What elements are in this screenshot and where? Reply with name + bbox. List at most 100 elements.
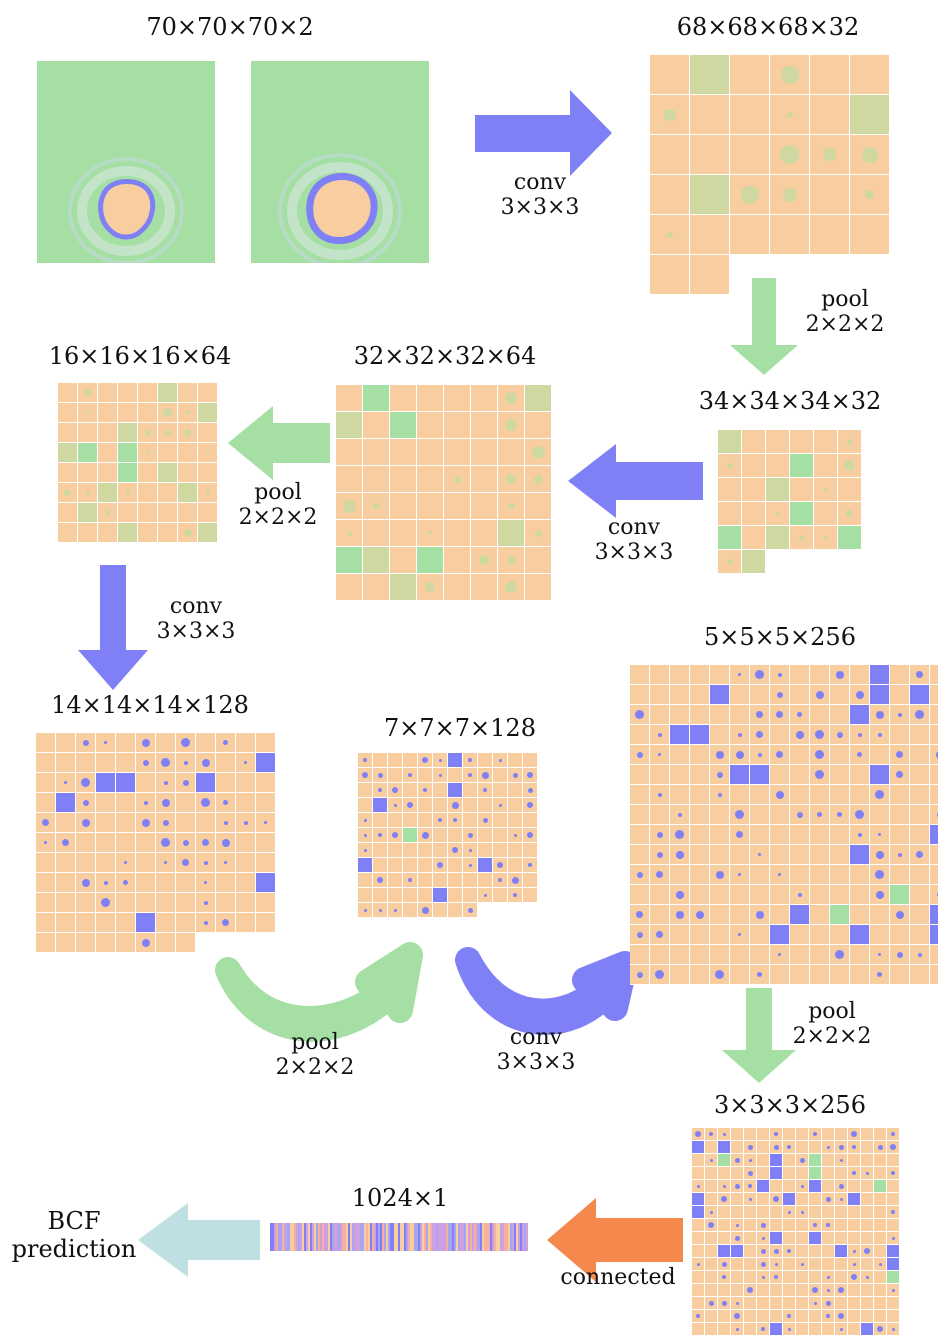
feature-map-tile <box>96 793 116 813</box>
feature-map-tile <box>710 685 730 705</box>
feature-map-tile <box>731 1128 744 1141</box>
feature-map-tile <box>471 412 498 439</box>
feature-map-tile <box>750 665 770 685</box>
feature-map-tile <box>705 1323 718 1336</box>
feature-map-tile <box>650 175 690 215</box>
pool-op-label-4: pool 2×2×2 <box>792 999 872 1050</box>
feature-map-tile <box>750 825 770 845</box>
feature-map-tile <box>910 665 930 685</box>
pool3-shape-label: 7×7×7×128 <box>384 714 536 742</box>
feature-map-tile <box>525 547 552 574</box>
feature-map-tile <box>770 765 790 785</box>
feature-map-tile <box>705 1141 718 1154</box>
feature-map-tile <box>770 1193 783 1206</box>
feature-map-tile <box>850 945 870 965</box>
feature-map-tile <box>256 913 276 933</box>
feature-map-tile <box>744 1219 757 1232</box>
feature-map-tile <box>870 945 890 965</box>
feature-map-tile <box>710 705 730 725</box>
feature-map-tile <box>910 865 930 885</box>
feature-map-tile <box>757 1258 770 1271</box>
feature-map-tile <box>710 825 730 845</box>
feature-map-tile <box>705 1271 718 1284</box>
feature-map-tile <box>78 443 98 463</box>
feature-map-tile <box>783 1141 796 1154</box>
dense-unit <box>396 1223 398 1251</box>
feature-map-tile <box>770 925 790 945</box>
feature-map-tile <box>256 733 276 753</box>
feature-map-tile <box>870 845 890 865</box>
feature-map-tile <box>373 903 388 918</box>
feature-map-tile <box>690 215 730 255</box>
feature-map-tile <box>525 520 552 547</box>
feature-map-tile <box>363 385 390 412</box>
feature-map-tile <box>692 1232 705 1245</box>
feature-map-tile <box>158 423 178 443</box>
feature-map-tile <box>850 55 890 95</box>
feature-map-tile <box>463 858 478 873</box>
feature-map-tile <box>216 893 236 913</box>
feature-map-tile <box>463 903 478 918</box>
feature-map-tile <box>390 547 417 574</box>
feature-map-tile <box>742 502 766 526</box>
feature-map-tile <box>810 785 830 805</box>
feature-map-tile <box>650 95 690 135</box>
feature-map-tile <box>770 745 790 765</box>
feature-map-tile <box>830 825 850 845</box>
feature-map-tile <box>36 773 56 793</box>
feature-map-tile <box>770 685 790 705</box>
conv-arrow-icon <box>568 444 703 518</box>
dense-unit <box>418 1223 420 1251</box>
feature-map-tile <box>850 925 870 945</box>
feature-map-tile <box>630 705 650 725</box>
feature-map-tile <box>670 945 690 965</box>
feature-map-tile <box>835 1206 848 1219</box>
feature-map-tile <box>770 95 810 135</box>
feature-map-tile <box>76 933 96 953</box>
feature-map-tile <box>730 725 750 745</box>
feature-map-tile <box>770 865 790 885</box>
feature-map-tile <box>838 478 862 502</box>
feature-map-tile <box>757 1284 770 1297</box>
feature-map-tile <box>76 873 96 893</box>
feature-map-tile <box>630 825 650 845</box>
feature-map-tile <box>890 825 910 845</box>
dense-unit <box>510 1223 512 1251</box>
feature-map-tile <box>930 665 938 685</box>
feature-map-tile <box>216 913 236 933</box>
feature-map-tile <box>690 785 710 805</box>
dense-unit <box>526 1223 528 1251</box>
feature-map-tile <box>650 765 670 785</box>
feature-map-tile <box>790 685 810 705</box>
conv-op-label-4: conv 3×3×3 <box>496 1025 576 1076</box>
feature-map-tile <box>178 483 198 503</box>
feature-map-tile <box>790 945 810 965</box>
feature-map-tile <box>796 1154 809 1167</box>
feature-map-tile <box>710 725 730 745</box>
feature-map-tile <box>692 1219 705 1232</box>
feature-map-tile <box>388 783 403 798</box>
feature-map-tile <box>870 825 890 845</box>
dense-unit <box>390 1223 392 1251</box>
feature-map-tile <box>417 412 444 439</box>
feature-map-tile <box>196 733 216 753</box>
feature-map-tile <box>783 1284 796 1297</box>
feature-map-tile <box>56 913 76 933</box>
feature-map-tile <box>750 745 770 765</box>
dense-unit <box>522 1223 524 1251</box>
feature-map-tile <box>838 526 862 550</box>
feature-map-tile <box>471 547 498 574</box>
feature-map-tile <box>336 385 363 412</box>
dense-unit <box>382 1223 384 1251</box>
feature-map-tile <box>433 888 448 903</box>
feature-map-tile <box>478 828 493 843</box>
feature-map-tile <box>118 503 138 523</box>
feature-map-tile <box>870 785 890 805</box>
feature-map-tile <box>910 805 930 825</box>
feature-map-tile <box>705 1193 718 1206</box>
feature-map-tile <box>196 773 216 793</box>
feature-map-tile <box>176 913 196 933</box>
dense-unit <box>276 1223 278 1251</box>
feature-map-tile <box>910 765 930 785</box>
feature-map-tile <box>56 893 76 913</box>
